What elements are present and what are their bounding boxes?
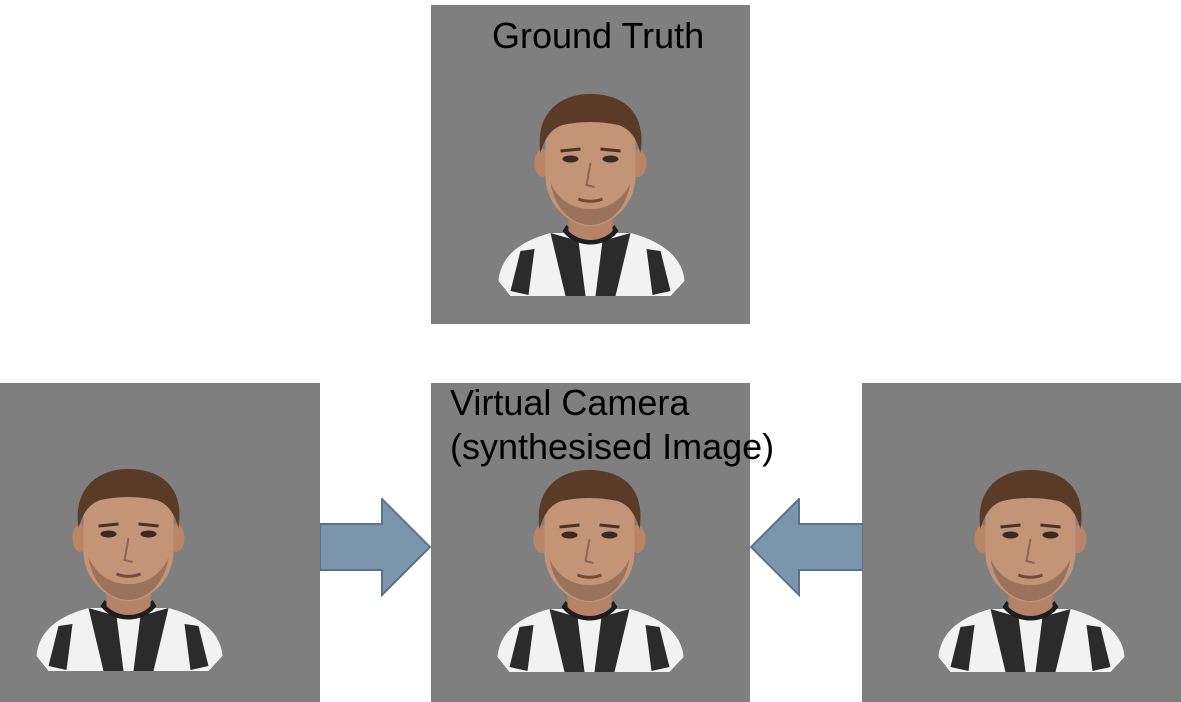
- right-camera-panel: [862, 383, 1181, 702]
- ground-truth-label: Ground Truth: [492, 15, 705, 56]
- left-camera-panel: [0, 383, 320, 702]
- virtual-camera-head-image: [487, 467, 692, 677]
- virtual-camera-label-line2: (synthesised Image): [450, 426, 775, 467]
- virtual-camera-label-line1: Virtual Camera: [450, 382, 690, 423]
- ground-truth-panel: [431, 5, 750, 324]
- ground-truth-head-image: [488, 91, 693, 301]
- virtual-camera-panel: [431, 383, 750, 702]
- left-pointing-arrow-icon: [750, 498, 863, 598]
- left-camera-head-image: [26, 466, 231, 676]
- right-pointing-arrow-icon: [320, 498, 432, 598]
- right-camera-head-image: [928, 467, 1133, 677]
